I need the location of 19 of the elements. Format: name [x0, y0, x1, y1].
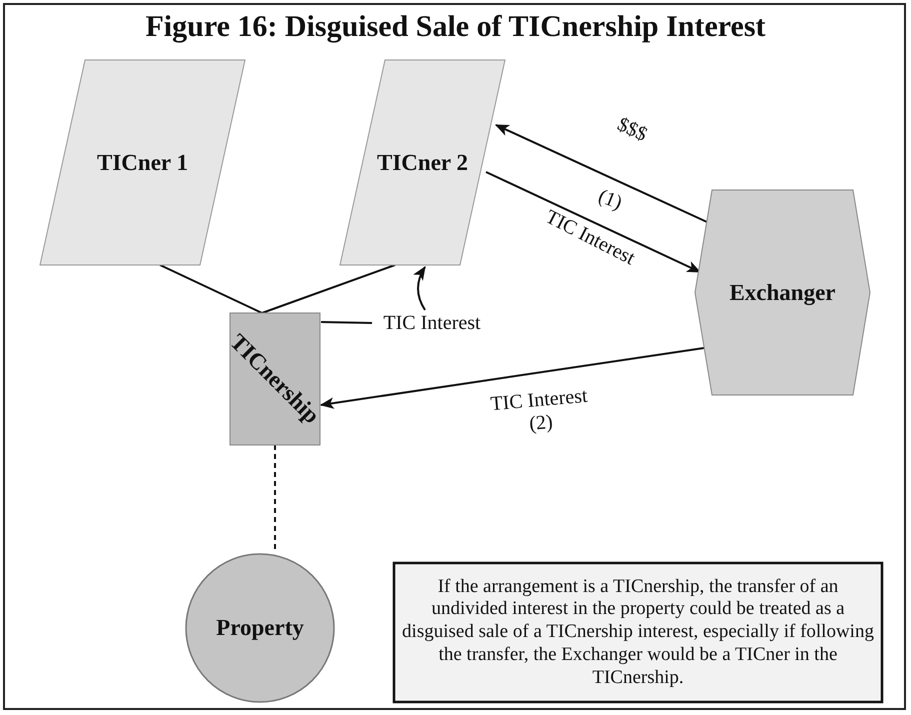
- note-text: If the arrangement is a TICnership, the transfer of an undivided interest in the property could be treated as a disguised sale of a TICnership interest, especially if following the transfer, the Exchanger would be a TICner in the TICnership.: [401, 574, 875, 690]
- square-node: [230, 313, 320, 445]
- arrow: [413, 266, 426, 311]
- connector-line: [320, 321, 372, 324]
- circle-node: [185, 553, 335, 703]
- node-label: Exchanger: [729, 280, 836, 306]
- connector-line: [262, 264, 396, 314]
- parallelogram-node: [40, 60, 245, 265]
- node-label: TICner 1: [97, 150, 188, 176]
- figure-title: Figure 16: Disguised Sale of TICnership Interest: [144, 10, 767, 44]
- node-label: TICner 2: [377, 150, 468, 176]
- hexagon-node: [695, 190, 870, 395]
- arrow: [494, 124, 708, 223]
- annotation-text: TIC Interest: [372, 310, 492, 336]
- arrow: [320, 347, 704, 409]
- note-box: [393, 562, 883, 703]
- parallelogram-node: [340, 60, 505, 265]
- connector-line: [160, 264, 262, 314]
- node-label: Property: [216, 615, 304, 641]
